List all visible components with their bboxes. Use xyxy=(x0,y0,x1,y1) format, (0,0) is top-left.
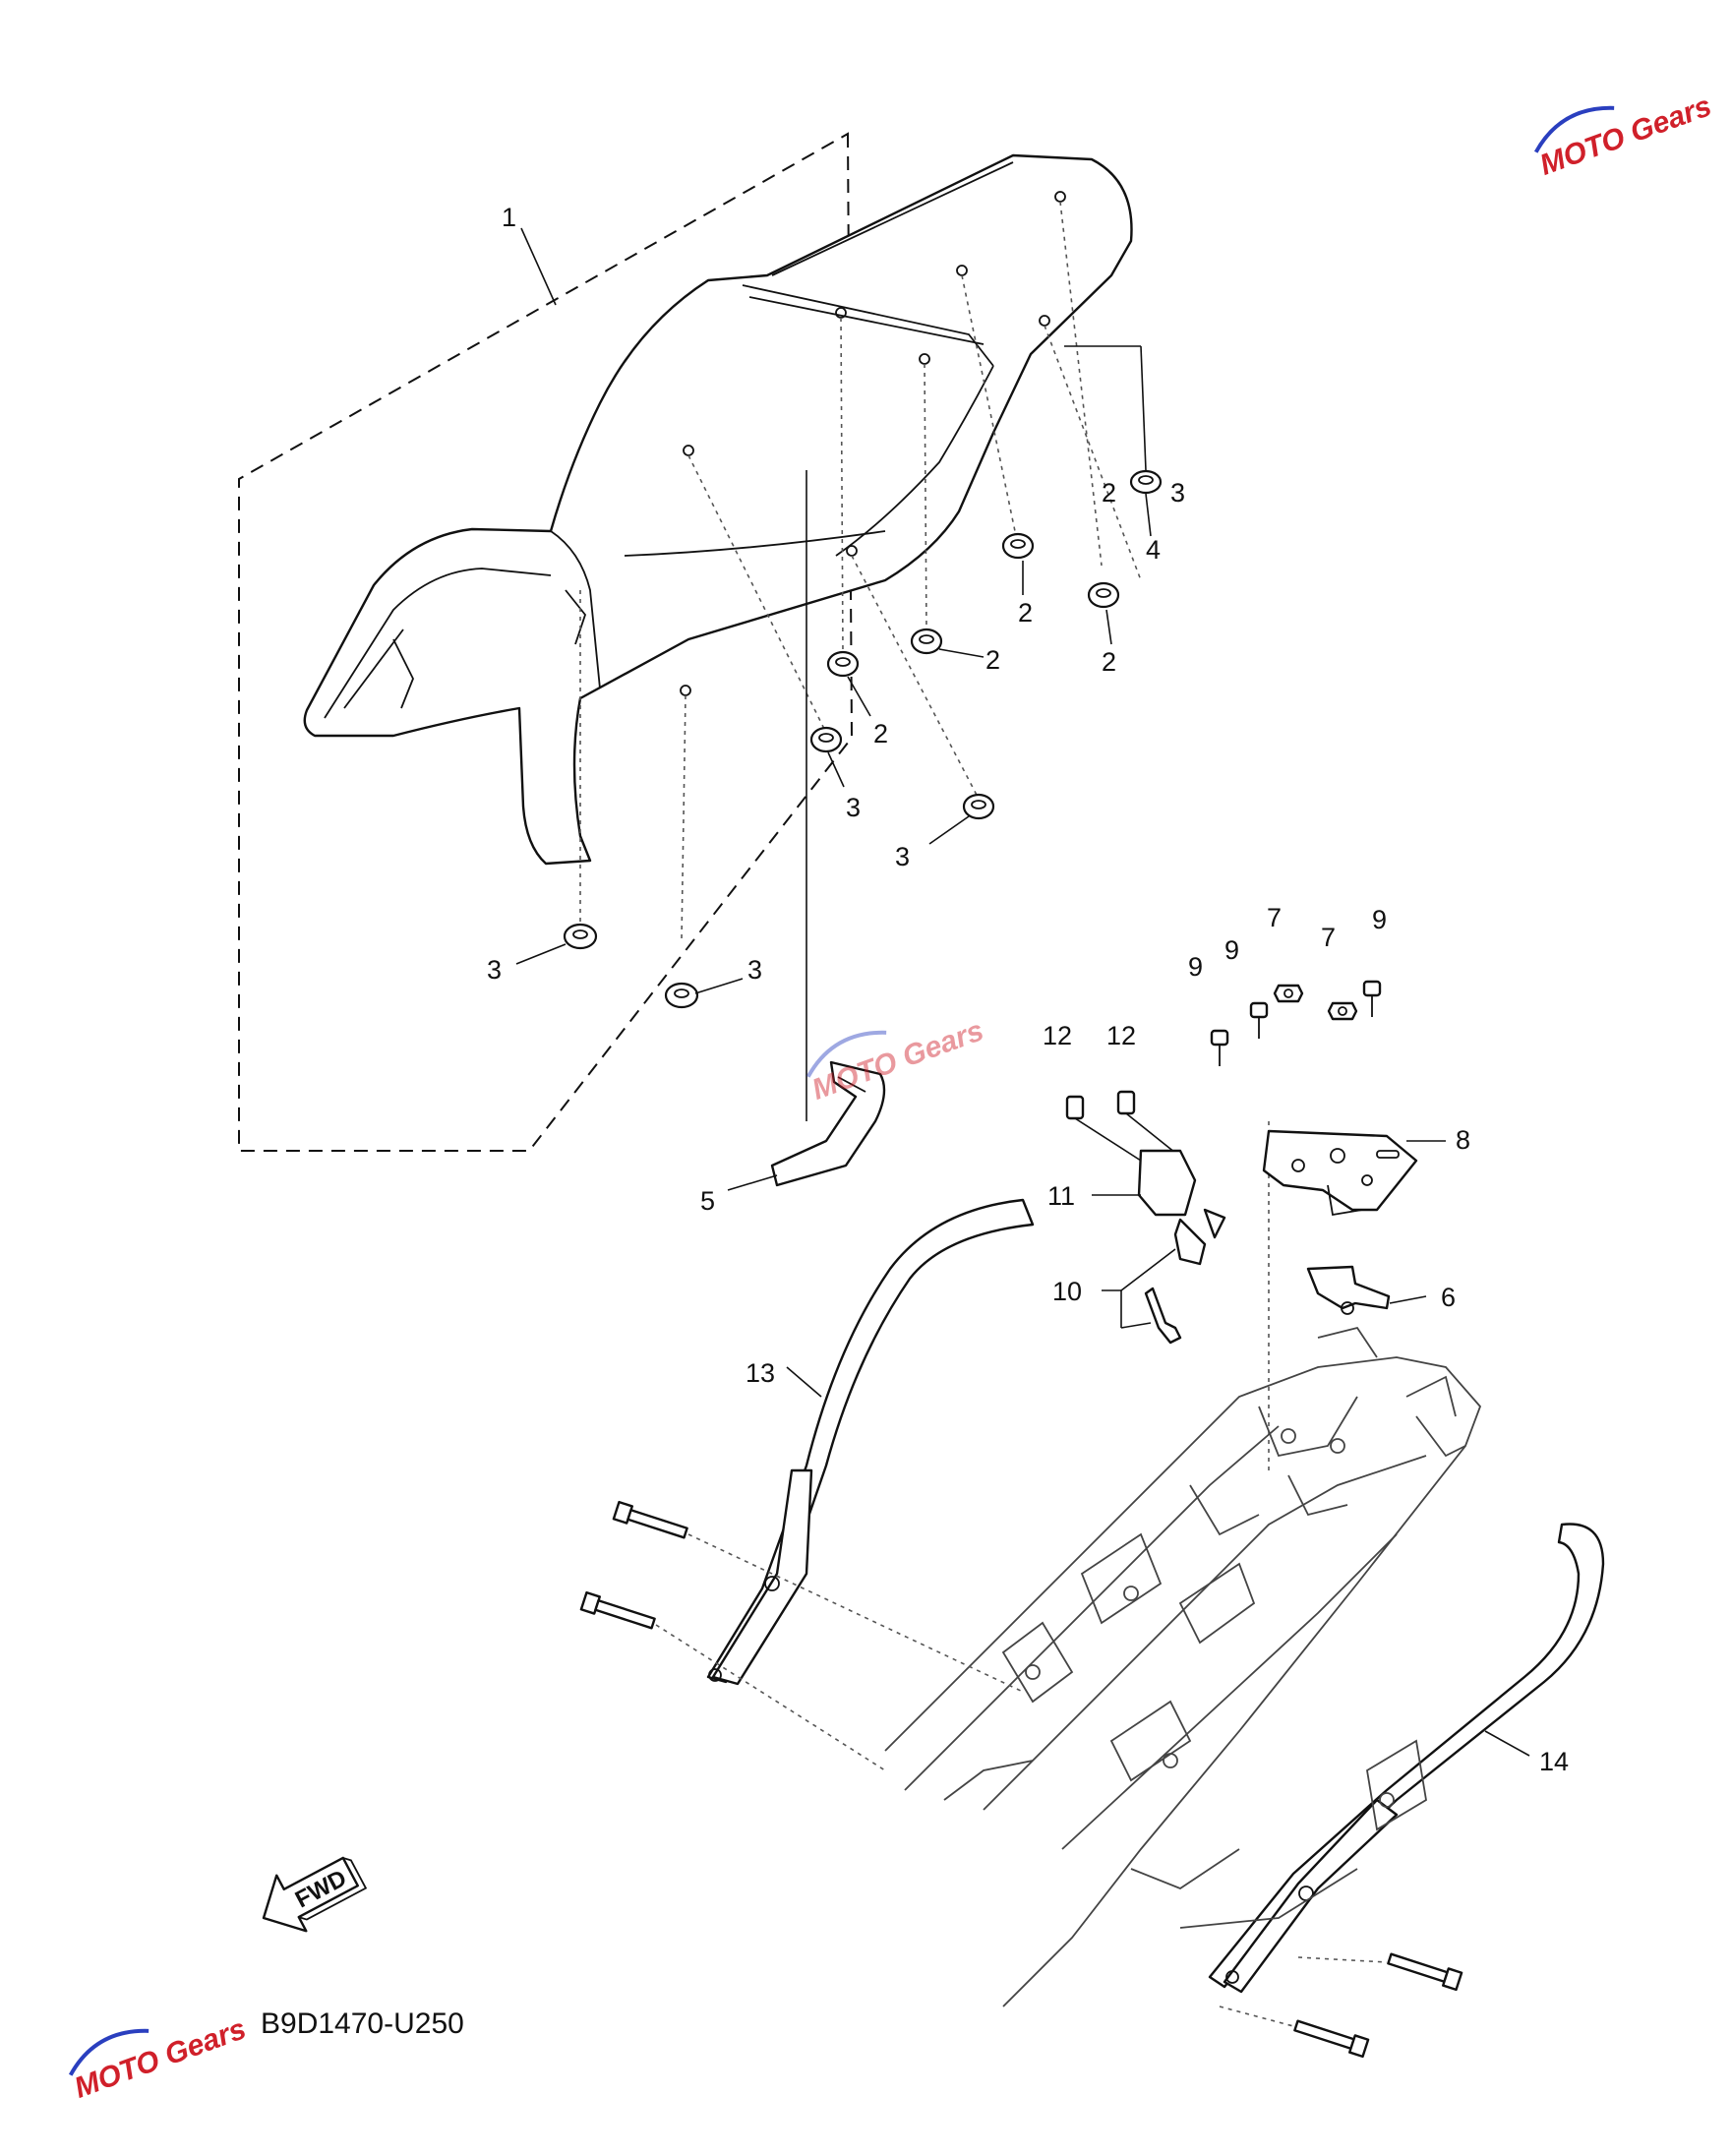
lock-assembly xyxy=(1065,1090,1226,1345)
watermark-center: MOTO Gears xyxy=(806,1014,987,1107)
callout-4: 4 xyxy=(1146,535,1161,565)
callout-3c: 3 xyxy=(487,955,502,985)
callout-12a: 12 xyxy=(1043,1021,1072,1050)
svg-text:MOTO Gears: MOTO Gears xyxy=(1535,90,1715,182)
callout-labels: 1 2 2 2 2 2 3 3 3 3 3 4 5 6 7 7 8 9 9 9 … xyxy=(487,203,1569,1776)
callout-2b: 2 xyxy=(1102,647,1116,677)
grab-bar-right xyxy=(1208,1523,1605,1994)
callout-7b: 7 xyxy=(1321,923,1336,952)
seat-hook xyxy=(1306,1265,1391,1315)
callout-7a: 7 xyxy=(1267,903,1282,932)
callout-2a: 2 xyxy=(1018,598,1033,628)
seat-assembly-box xyxy=(238,132,854,1152)
callout-11: 11 xyxy=(1047,1181,1075,1211)
callout-13: 13 xyxy=(746,1358,775,1388)
seat xyxy=(303,153,1133,866)
leader-lines xyxy=(515,227,1530,1757)
mount-bolts-right xyxy=(1219,1952,1463,2059)
seat-bracket xyxy=(770,1060,886,1187)
callout-12b: 12 xyxy=(1106,1021,1136,1050)
mount-bolts-left xyxy=(579,1500,1024,1771)
callout-9c: 9 xyxy=(1372,905,1387,934)
diagram-code: B9D1470-U250 xyxy=(261,2007,464,2040)
watermark-bottom-left: MOTO Gears xyxy=(68,2012,250,2105)
callout-2d: 2 xyxy=(873,719,888,749)
callout-3a: 3 xyxy=(846,793,861,822)
callout-6: 6 xyxy=(1441,1283,1456,1312)
callout-1: 1 xyxy=(502,203,516,232)
callout-3e: 3 xyxy=(1170,478,1185,508)
bolts-nuts-top xyxy=(1210,980,1382,1066)
fwd-arrow: FWD xyxy=(262,1856,368,1933)
grommets xyxy=(563,469,1163,1009)
alignment-lines xyxy=(579,201,1270,1475)
mount-plate xyxy=(1262,1129,1418,1217)
svg-text:MOTO Gears: MOTO Gears xyxy=(70,2012,250,2105)
callout-8: 8 xyxy=(1456,1125,1470,1155)
callout-5: 5 xyxy=(700,1186,715,1216)
callout-2c: 2 xyxy=(985,645,1000,675)
callout-2e: 2 xyxy=(1102,478,1116,508)
callout-9b: 9 xyxy=(1224,935,1239,965)
callout-3d: 3 xyxy=(747,955,762,985)
callout-9a: 9 xyxy=(1188,952,1203,982)
svg-text:MOTO Gears: MOTO Gears xyxy=(807,1014,987,1107)
callout-14: 14 xyxy=(1539,1747,1569,1776)
watermark-top-right: MOTO Gears xyxy=(1533,90,1715,182)
rear-frame xyxy=(884,1326,1482,2007)
callout-3b: 3 xyxy=(895,842,910,871)
grab-bar-left xyxy=(706,1198,1035,1686)
callout-10: 10 xyxy=(1052,1277,1082,1306)
